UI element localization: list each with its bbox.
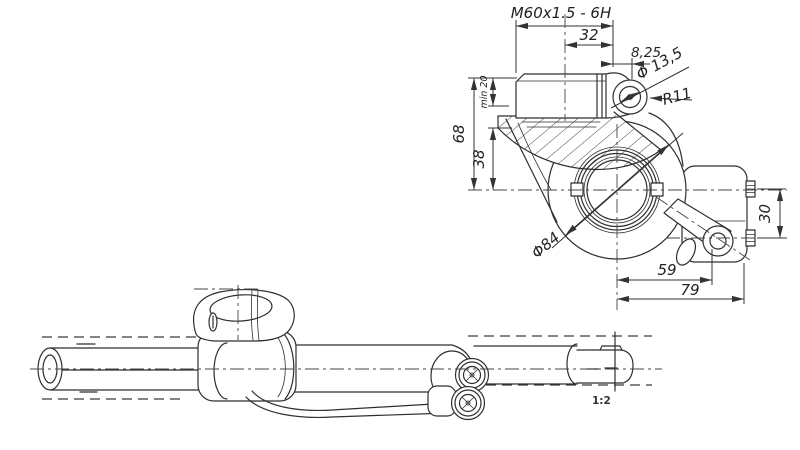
- scale-label: 1:2: [592, 395, 611, 407]
- rod-right-seam: [566, 343, 578, 385]
- bore-arrow-1: [565, 189, 618, 236]
- cone-edge-outer: [505, 118, 558, 223]
- section-right-edge: [613, 111, 662, 151]
- rod-outline: [49, 347, 217, 391]
- upper-port-fitting: [745, 180, 756, 198]
- piston-rod-right: [473, 331, 634, 392]
- upper-port-face: [454, 357, 490, 393]
- tube-foot: [675, 238, 697, 266]
- section-left-lip: [497, 115, 518, 129]
- pin-hole-arrow-2: [627, 91, 640, 101]
- washer-lines: [521, 121, 601, 128]
- tube-axis-centerline: [655, 196, 751, 261]
- dim-overall-width: 79: [680, 281, 699, 299]
- clamp-wrap-outer: [282, 332, 295, 400]
- pin-boss-blend: [605, 72, 631, 119]
- dimensions: M60x1.5 - 6H 32 8,25 Φ 13,5 R11 68 min: [450, 4, 786, 304]
- dim-shoulder-height: 38: [470, 149, 488, 168]
- bore-arrow-2: [616, 144, 669, 191]
- port-cluster: [427, 350, 490, 421]
- dim-total-height: 68: [450, 124, 468, 143]
- cone-edge-inner: [517, 122, 552, 191]
- collar-opening: [209, 294, 273, 322]
- pin-radius-leader: [649, 95, 693, 102]
- phantom-lines: [42, 335, 652, 400]
- seal-notch-right: [650, 182, 664, 197]
- tube-eye-inner: [709, 232, 727, 250]
- hatched-section: [497, 111, 662, 170]
- lower-port-face: [450, 385, 486, 421]
- hydraulic-pipe: [245, 390, 451, 418]
- rod-tip-end: [620, 349, 634, 384]
- collar-band-lines: [250, 290, 260, 341]
- dim-thread-length: 32: [579, 26, 598, 44]
- detail-view: M60x1.5 - 6H 32 8,25 Φ 13,5 R11 68 min: [450, 4, 787, 310]
- thread-relief-lines: [596, 73, 603, 119]
- housing-shoulder: [648, 112, 684, 167]
- piston-rod-left: [37, 343, 217, 393]
- rod-tip-tab: [599, 345, 623, 351]
- clamp-bore-shadow: [213, 342, 228, 400]
- dim-port-spacing: 30: [756, 204, 774, 223]
- rod-tick-marks: [76, 343, 98, 393]
- dim-pin-offset: 8,25: [631, 45, 661, 61]
- clamp-wrap-inner: [275, 334, 286, 398]
- threaded-gland: [515, 72, 648, 119]
- clamp-assembly: [192, 289, 297, 402]
- dim-port-center-distance: 59: [657, 261, 676, 279]
- rod-right-outline: [473, 345, 578, 385]
- dim-thread-spec: M60x1.5 - 6H: [511, 4, 612, 22]
- side-view: 1:2: [30, 285, 662, 421]
- dim-pin-radius: R11: [660, 84, 693, 109]
- seal-notch-left: [570, 182, 584, 197]
- rod-tip-outline: [576, 349, 624, 384]
- dim-min-engagement: min 20: [479, 75, 490, 108]
- dim-bore-diameter: Φ84: [528, 228, 563, 262]
